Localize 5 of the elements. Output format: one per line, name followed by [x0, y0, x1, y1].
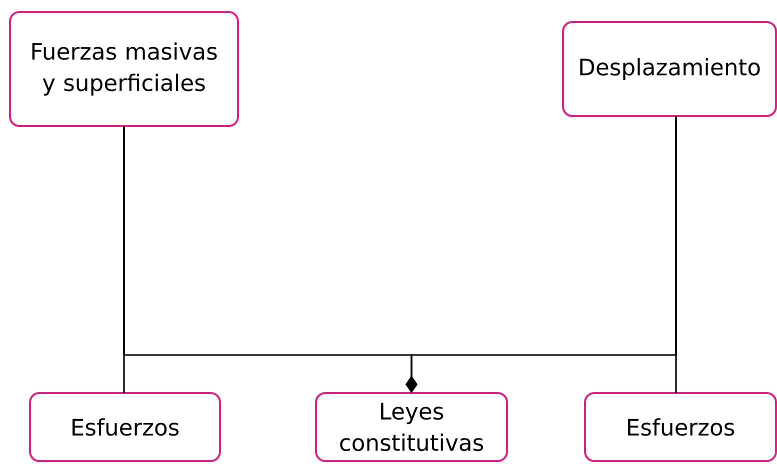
concept-box: Esfuerzos [584, 392, 777, 462]
concept-box: Desplazamiento [562, 21, 777, 117]
concept-box: Esfuerzos [29, 392, 221, 462]
concept-box: Leyes constitutivas [315, 392, 508, 462]
concept-box: Fuerzas masivas y superficiales [9, 11, 239, 127]
